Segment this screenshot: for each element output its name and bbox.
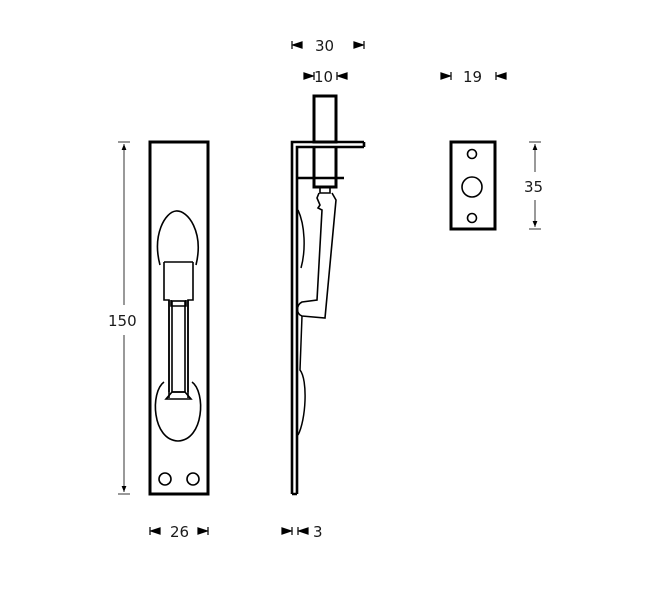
dimension-3 bbox=[281, 527, 309, 535]
side-view bbox=[290, 94, 366, 496]
side-lower-curve bbox=[297, 315, 306, 436]
side-upper-curve bbox=[297, 209, 305, 269]
dimension-19 bbox=[440, 72, 507, 80]
dimension-10 bbox=[303, 72, 348, 80]
lower-oval-recess bbox=[154, 381, 202, 442]
strike-hole-center bbox=[461, 176, 483, 198]
dimension-label-3: 3 bbox=[313, 523, 323, 541]
screw-hole-left bbox=[158, 472, 172, 486]
dimension-30 bbox=[291, 41, 365, 49]
dimension-26 bbox=[149, 527, 209, 535]
lever-arm bbox=[296, 192, 337, 319]
upper-oval-recess bbox=[156, 210, 199, 266]
bolt-connector bbox=[319, 187, 331, 194]
strike-hole-top bbox=[466, 148, 478, 160]
dimension-label-30: 30 bbox=[315, 37, 334, 55]
dimension-35 bbox=[529, 141, 541, 230]
dimension-label-19: 19 bbox=[463, 68, 482, 86]
strike-plate-view bbox=[449, 140, 497, 231]
front-view bbox=[148, 140, 210, 496]
dimension-label-35: 35 bbox=[524, 178, 543, 196]
dimension-label-150: 150 bbox=[108, 312, 137, 330]
side-plate bbox=[290, 140, 366, 496]
slide-wedge bbox=[164, 391, 193, 400]
strike-hole-bottom bbox=[466, 212, 478, 224]
dimension-label-26: 26 bbox=[170, 523, 189, 541]
screw-hole-right bbox=[186, 472, 200, 486]
bolt-rod-top bbox=[312, 94, 338, 144]
bolt-rod-body bbox=[312, 147, 338, 189]
strike-plate-outline bbox=[449, 140, 497, 231]
dimension-label-10: 10 bbox=[314, 68, 333, 86]
front-plate-outline bbox=[148, 140, 210, 496]
slide-knob bbox=[171, 300, 186, 393]
dimension-150 bbox=[118, 141, 130, 495]
